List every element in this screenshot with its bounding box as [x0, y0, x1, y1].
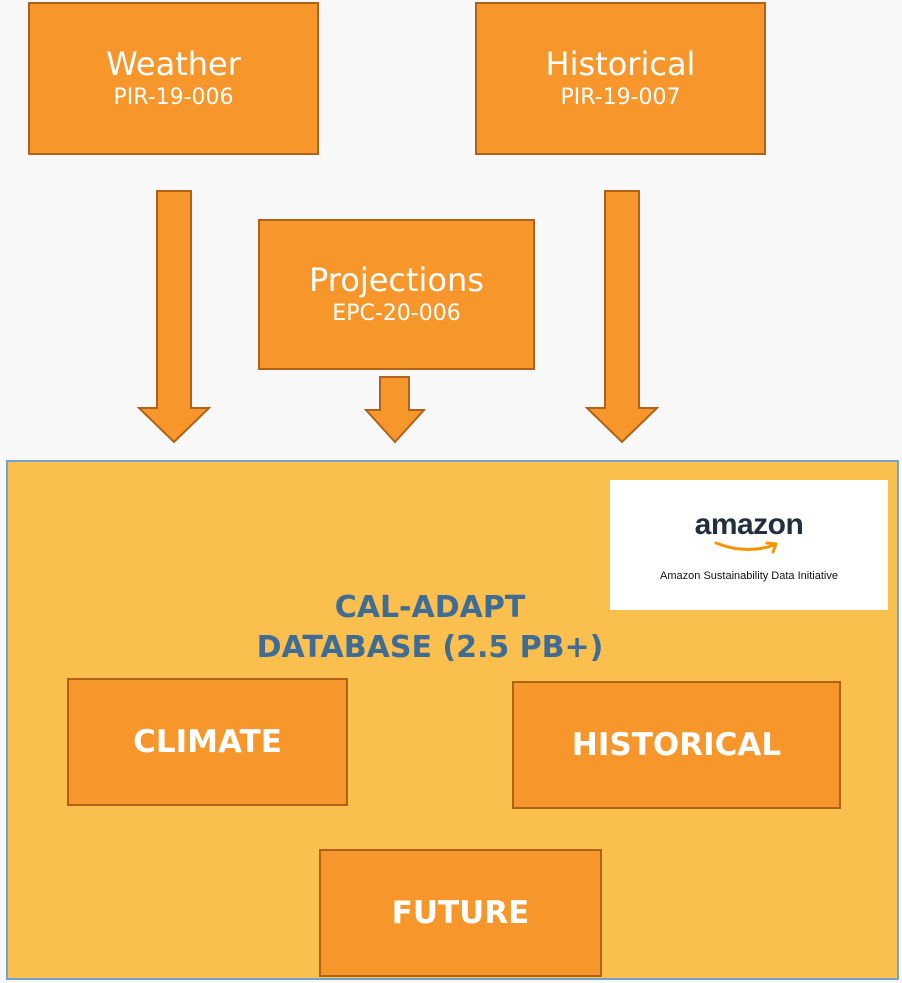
amazon-wordmark: amazon: [694, 508, 804, 541]
category-box-future: FUTURE: [319, 849, 602, 977]
source-box-projections: Projections EPC-20-006: [258, 219, 535, 370]
database-title-line1: CAL-ADAPT: [334, 590, 526, 625]
source-box-weather: Weather PIR-19-006: [28, 2, 319, 155]
database-title: CAL-ADAPT DATABASE (2.5 PB+): [200, 588, 660, 668]
source-title: Projections: [309, 260, 484, 299]
category-label: CLIMATE: [133, 724, 282, 760]
source-title: Historical: [545, 44, 696, 83]
category-label: HISTORICAL: [571, 727, 782, 763]
amazon-sustainability-logo: amazon Amazon Sustainability Data Initia…: [610, 480, 888, 610]
category-box-historical: HISTORICAL: [512, 681, 841, 809]
source-code: EPC-20-006: [332, 300, 461, 326]
database-title-line2: DATABASE (2.5 PB+): [256, 630, 604, 665]
source-code: PIR-19-007: [560, 84, 681, 110]
category-label: FUTURE: [391, 895, 530, 931]
source-title: Weather: [106, 44, 241, 83]
arrow-down-icon: [364, 376, 426, 444]
arrow-down-icon: [137, 190, 211, 444]
amazon-tagline: Amazon Sustainability Data Initiative: [660, 570, 838, 582]
source-box-historical: Historical PIR-19-007: [475, 2, 766, 155]
source-code: PIR-19-006: [113, 84, 234, 110]
amazon-smile-icon: [714, 541, 778, 554]
arrow-down-icon: [585, 190, 659, 444]
category-box-climate: CLIMATE: [67, 678, 348, 806]
